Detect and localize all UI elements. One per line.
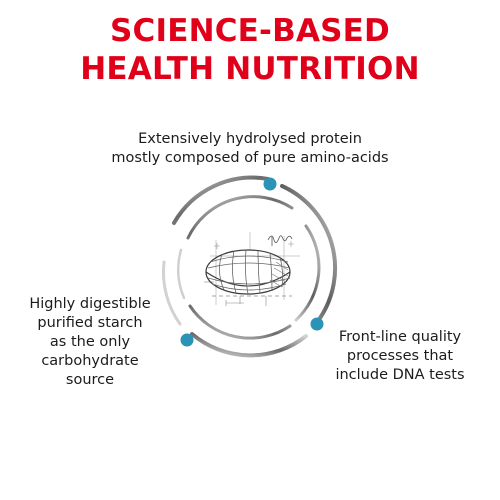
feature-starch-line-5: source <box>65 372 115 388</box>
feature-protein-line-2: mostly composed of pure amino-acids <box>111 150 389 166</box>
feature-starch: Highly digestible purified starch as the… <box>10 295 170 390</box>
headline-line-1: SCIENCE-BASED <box>110 13 390 49</box>
feature-starch-line-2: purified starch <box>37 315 143 331</box>
feature-quality: Front-line quality processes that includ… <box>320 328 480 385</box>
accent-dot-top <box>263 177 277 191</box>
feature-quality-line-1: Front-line quality <box>338 329 462 345</box>
feature-starch-line-4: carbohydrate <box>41 353 139 369</box>
accent-dot-right <box>310 317 324 331</box>
feature-starch-line-3: as the only <box>49 334 131 350</box>
feature-protein-line-1: Extensively hydrolysed protein <box>138 131 362 147</box>
headline: SCIENCE-BASED HEALTH NUTRITION <box>0 12 500 88</box>
headline-line-2: HEALTH NUTRITION <box>80 51 420 87</box>
orbit-rings <box>161 175 338 358</box>
feature-quality-line-2: processes that <box>346 348 454 364</box>
feature-quality-line-3: include DNA tests <box>335 367 465 383</box>
feature-protein: Extensively hydrolysed protein mostly co… <box>100 130 400 168</box>
accent-dot-left <box>180 333 194 347</box>
kibble-sketch-icon <box>204 232 300 306</box>
feature-starch-line-1: Highly digestible <box>29 296 151 312</box>
